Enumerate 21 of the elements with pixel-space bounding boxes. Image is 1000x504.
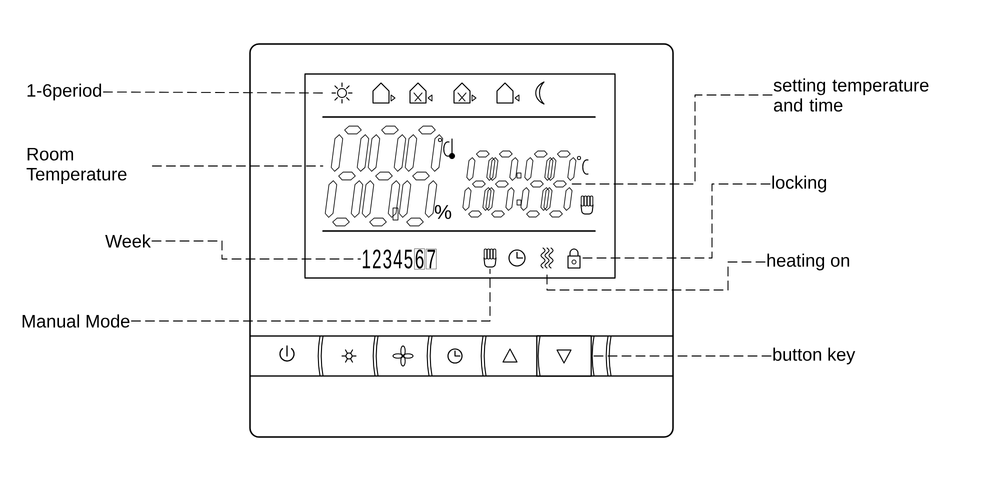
callout-text: 1-6period [28,84,102,100]
leader-line [582,184,770,258]
callout-text: button key [773,348,856,364]
segment-digits-drawing [462,150,576,218]
button-key [536,335,592,377]
heating-icon [540,248,554,268]
period-icons-drawing [332,82,544,104]
leader-line [546,262,766,290]
hand-icon [484,248,496,268]
leader-line [131,268,490,322]
callout-text: Week [105,234,151,248]
callout-text: Room Temperature [26,148,126,184]
weekday-digits: 1234567 [362,248,437,270]
callout-text: Manual Mode [22,314,130,328]
leader-line [152,240,361,260]
callout-text: setting temperature and time [774,78,928,112]
leader-line [572,94,772,184]
percent-sign: % [434,205,452,219]
callout-text: locking [772,176,826,192]
lock-icon [568,248,580,268]
callout-text: heating on [767,254,850,270]
